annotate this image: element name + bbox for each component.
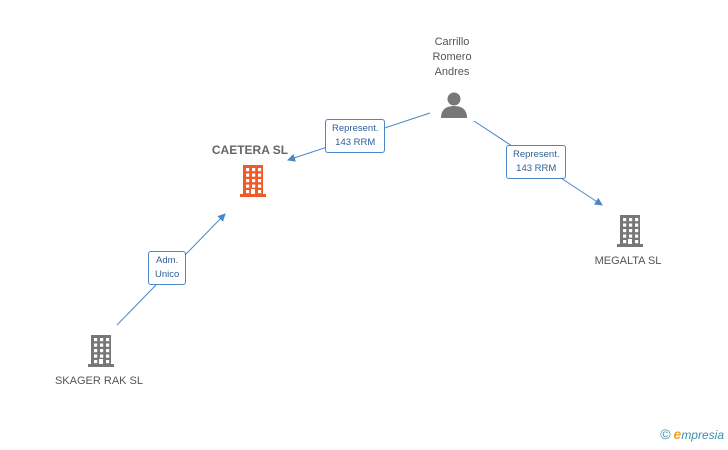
person-icon[interactable]: [441, 92, 467, 119]
caetera-building-icon[interactable]: [240, 165, 266, 197]
edge-label-line: 143 RRM: [335, 137, 376, 148]
node-label-skager[interactable]: SKAGER RAK SL: [44, 374, 154, 389]
node-label-megalta[interactable]: MEGALTA SL: [580, 254, 676, 269]
edge-label-skager-caetera: Adm. Unico: [148, 251, 187, 285]
person-label-line-3: Andres: [434, 66, 470, 78]
edge-label-line: Represent.: [332, 123, 379, 134]
edge-label-line: Represent.: [513, 149, 560, 160]
edge-label-line: Unico: [155, 269, 180, 280]
edge-label-line: 143 RRM: [516, 163, 557, 174]
person-label-line-2: Romero: [432, 51, 472, 63]
skager-label: SKAGER RAK SL: [54, 375, 144, 387]
edge-label-line: Adm.: [156, 255, 179, 266]
node-label-caetera[interactable]: CAETERA SL: [200, 143, 300, 158]
megalta-label: MEGALTA SL: [594, 255, 662, 267]
brand-name: mpresia: [681, 428, 724, 442]
person-label-line-1: Carrillo: [434, 36, 470, 48]
node-label-person: Carrillo Romero Andres: [410, 35, 494, 80]
copyright-icon: ©: [660, 426, 671, 442]
edge-label-person-caetera: Represent. 143 RRM: [325, 119, 386, 153]
skager-building-icon[interactable]: [88, 335, 114, 367]
brand-initial: e: [673, 426, 682, 442]
brand-logo: ©empresia: [660, 426, 724, 442]
edge-label-person-megalta: Represent. 143 RRM: [506, 145, 567, 179]
caetera-label: CAETERA SL: [211, 143, 289, 157]
megalta-building-icon[interactable]: [617, 215, 643, 247]
